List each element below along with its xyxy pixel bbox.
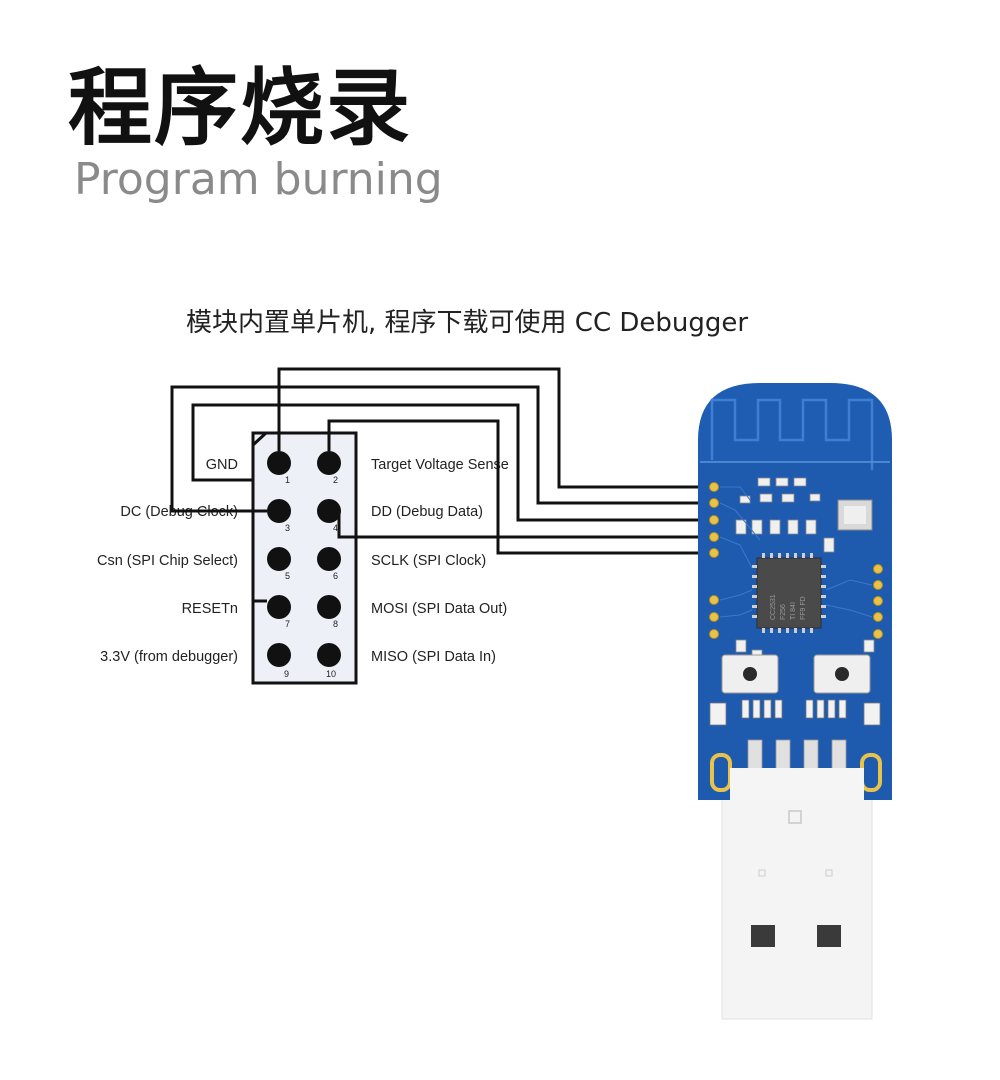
svg-text:8: 8 xyxy=(333,619,338,629)
chip-marking-4: FF9 FD xyxy=(800,596,807,620)
svg-text:10: 10 xyxy=(326,669,336,679)
page-subtitle: Program burning xyxy=(74,154,443,205)
wire-dc xyxy=(170,385,712,513)
svg-text:7: 7 xyxy=(285,619,290,629)
wire-target-voltage xyxy=(327,419,712,555)
chip-marking-1: CC2531 xyxy=(770,594,777,620)
svg-text:9: 9 xyxy=(284,669,289,679)
pin-label-target-voltage: Target Voltage Sense xyxy=(371,457,509,473)
svg-text:6: 6 xyxy=(333,571,338,581)
pin-label-mosi: MOSI (SPI Data Out) xyxy=(371,601,507,617)
pin-label-sclk: SCLK (SPI Clock) xyxy=(371,553,486,569)
chip-marking-2: F256 xyxy=(780,604,787,620)
wire-dd xyxy=(329,509,712,539)
pin-2: 2 xyxy=(317,451,341,485)
pin-label-resetn: RESETn xyxy=(182,601,238,617)
pin-1: 1 xyxy=(267,451,291,485)
svg-text:5: 5 xyxy=(285,571,290,581)
pin-10: 10 xyxy=(317,643,341,679)
usb-plug xyxy=(721,784,873,1020)
pin-label-dd: DD (Debug Data) xyxy=(371,504,483,520)
button-left xyxy=(721,654,779,694)
antenna-trace xyxy=(710,398,874,470)
button-right xyxy=(813,654,871,694)
pin-label-3v3: 3.3V (from debugger) xyxy=(100,649,238,665)
svg-text:2: 2 xyxy=(333,475,338,485)
pin-label-csn: Csn (SPI Chip Select) xyxy=(97,553,238,569)
page-title: 程序烧录 xyxy=(68,59,413,157)
svg-text:4: 4 xyxy=(333,523,338,533)
chip-marking-3: TI 84I xyxy=(790,602,797,620)
diagram-caption: 模块内置单片机, 程序下载可使用 CC Debugger xyxy=(186,308,749,338)
mcu-chip xyxy=(756,557,822,629)
pin-8: 8 xyxy=(317,595,341,629)
pin-6: 6 xyxy=(317,547,341,581)
pin-3: 3 xyxy=(267,499,291,533)
svg-text:3: 3 xyxy=(285,523,290,533)
pin-label-miso: MISO (SPI Data In) xyxy=(371,649,496,665)
svg-text:1: 1 xyxy=(285,475,290,485)
wire-gnd xyxy=(277,367,712,489)
pin-9: 9 xyxy=(267,643,291,679)
wire-resetn xyxy=(191,403,712,603)
connector-key-notch xyxy=(251,431,268,447)
pin-label-gnd: GND xyxy=(206,457,238,473)
pin-7: 7 xyxy=(267,595,291,629)
zigbee-module: CC2531 F256 TI 84I FF9 FD xyxy=(698,383,892,800)
pin-5: 5 xyxy=(267,547,291,581)
